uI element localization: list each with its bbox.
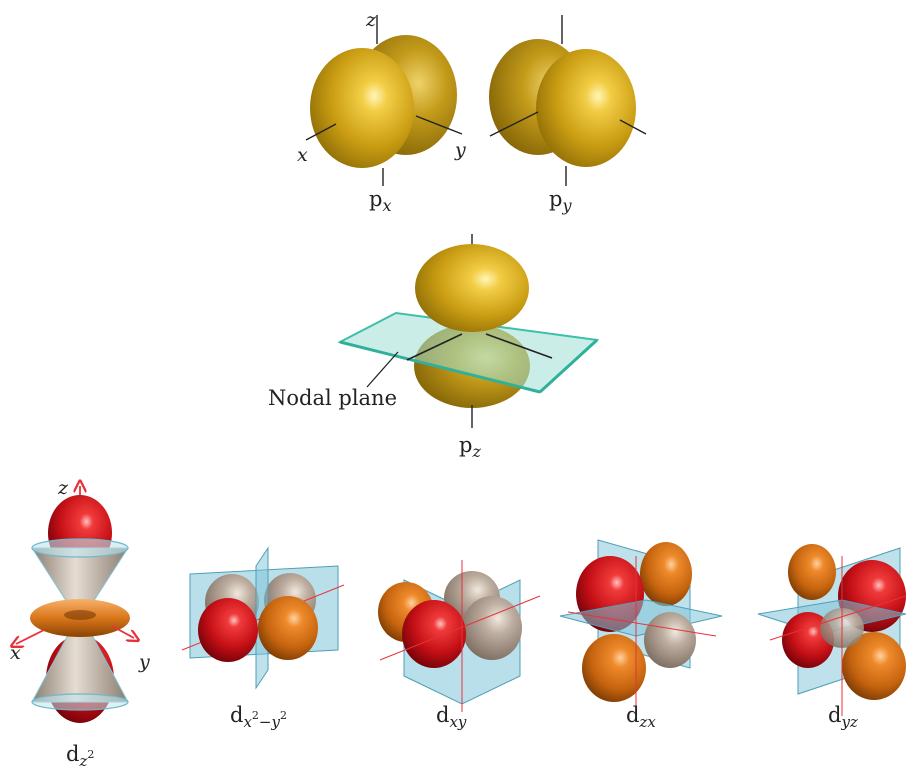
dxy-orbital: dxy bbox=[378, 560, 541, 731]
px-y-label: y bbox=[454, 139, 466, 161]
dxy-right-lobe bbox=[462, 596, 522, 660]
dyz-upper-left-lobe bbox=[788, 544, 836, 600]
dyz-label: dyz bbox=[828, 703, 858, 731]
pz-y-axis bbox=[485, 333, 553, 359]
py-orbital: py bbox=[489, 15, 647, 215]
dxy-front-lobe bbox=[402, 600, 466, 668]
py-label: py bbox=[549, 187, 572, 215]
dx2y2-label: dx2−y2 bbox=[230, 703, 287, 731]
dz2-y-label: y bbox=[138, 651, 150, 673]
pz-orbital: Nodal plane pz bbox=[268, 234, 600, 461]
pz-label: pz bbox=[459, 433, 481, 461]
dyz-orbital: dyz bbox=[757, 544, 906, 731]
dzx-upper-right-lobe bbox=[640, 542, 692, 606]
px-x-axis bbox=[305, 123, 337, 141]
dx2y2-front-right-lobe bbox=[258, 596, 318, 660]
nodal-plane-pointer bbox=[366, 351, 399, 388]
px-orbital: z x y px bbox=[297, 9, 466, 215]
px-z-label: z bbox=[365, 9, 377, 31]
dz2-x-arrow bbox=[16, 629, 45, 644]
dz2-label: dz2 bbox=[66, 742, 94, 770]
dzx-plane-horizontal bbox=[559, 599, 723, 637]
py-front-lobe bbox=[536, 49, 636, 167]
px-y-axis bbox=[415, 115, 463, 135]
pz-upper-lobe bbox=[415, 244, 529, 332]
dzx-lower-left-lobe bbox=[582, 634, 646, 702]
dx2y2-front-left-lobe bbox=[198, 598, 258, 662]
px-label: px bbox=[369, 187, 391, 215]
py-y-axis bbox=[619, 119, 647, 135]
dxy-label: dxy bbox=[436, 703, 467, 731]
px-x-label: x bbox=[297, 144, 308, 166]
dz2-x-label: x bbox=[10, 642, 21, 664]
nodal-plane-label: Nodal plane bbox=[268, 386, 397, 410]
dz2-z-label: z bbox=[57, 477, 69, 499]
dx2y2-orbital: dx2−y2 bbox=[181, 546, 345, 731]
dzx-lower-back-lobe bbox=[644, 612, 696, 668]
dzx-label: dzx bbox=[626, 703, 656, 731]
px-front-lobe bbox=[310, 48, 414, 168]
dz2-orbital: z x y dz2 bbox=[10, 477, 150, 770]
py-x-axis bbox=[489, 111, 539, 137]
dz2-y-arrow bbox=[111, 625, 134, 638]
dyz-lower-right-lobe bbox=[842, 632, 906, 700]
dzx-orbital: dzx bbox=[559, 539, 723, 731]
pz-x-axis bbox=[406, 333, 463, 361]
